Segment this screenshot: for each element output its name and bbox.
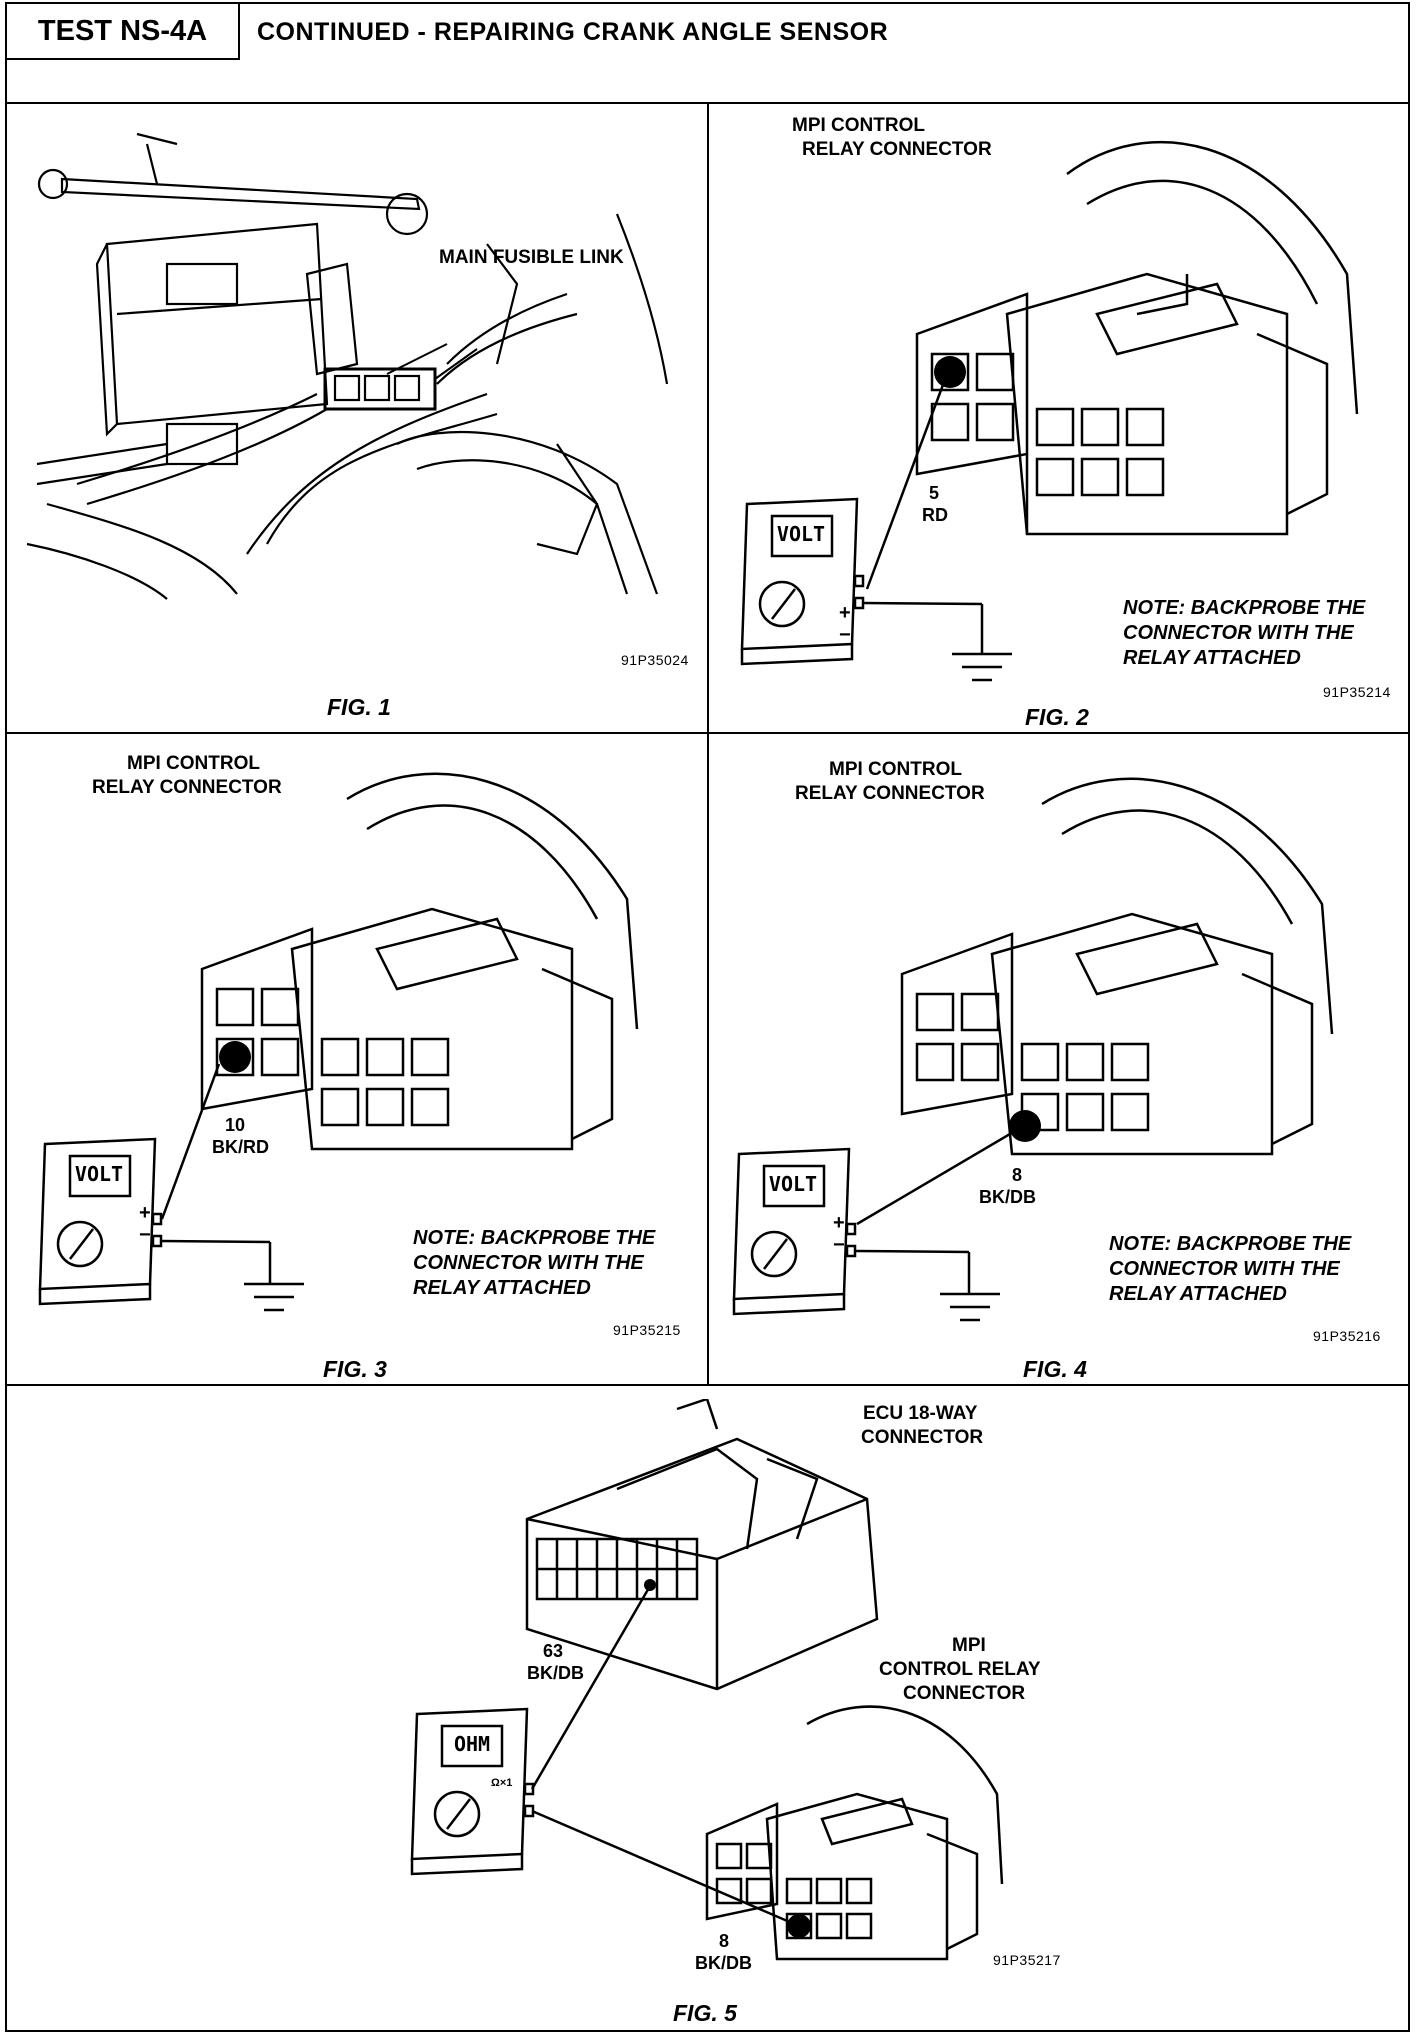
fig5-relay-label-1: MPI [952,1635,986,1656]
fig2-plus: + [839,602,851,624]
fig5-relay-connector [705,1705,1004,1961]
fig2-meter-display: VOLT [776,522,826,546]
fig4-pin-number: 8 [1012,1165,1023,1185]
fig2-connector-label-2: RELAY CONNECTOR [802,139,992,160]
grid-divider-row1 [7,732,1408,734]
fig3-meter-display: VOLT [74,1162,124,1186]
fig2-code: 91P35214 [1323,684,1391,700]
fig4-caption: FIG. 4 [1023,1356,1087,1382]
fig3-connector-label-2: RELAY CONNECTOR [92,777,282,798]
fig2-ground-symbol [952,652,1012,682]
fig4-probe-wire [856,1122,1028,1226]
fig5-ecu-label-1: ECU 18-WAY [863,1403,978,1424]
fig1-code: 91P35024 [621,652,689,668]
fig1-caption: FIG. 1 [327,694,391,720]
fig3-pin-number: 10 [225,1115,246,1135]
fig5-ecu-wire-color: BK/DB [527,1663,584,1683]
page-title: CONTINUED - REPAIRING CRANK ANGLE SENSOR [257,18,889,46]
fig2-note-line-3: RELAY ATTACHED [1123,647,1301,669]
fig5-meter-range: Ω×1 [491,1777,513,1789]
fig4-note-line-3: RELAY ATTACHED [1109,1283,1287,1305]
fig2-probe-wire [865,373,949,590]
fig4-note-line-2: CONNECTOR WITH THE [1109,1258,1340,1280]
fig4-minus: − [833,1234,845,1256]
fig2-voltmeter [740,497,984,666]
fig4-note-line-1: NOTE: BACKPROBE THE [1109,1233,1352,1255]
fig2-caption: FIG. 2 [1025,704,1089,730]
fig3-code: 91P35215 [613,1322,681,1338]
fig4-meter-display: VOLT [768,1172,818,1196]
fig4-ground-symbol [940,1292,1000,1322]
grid-divider-row2 [7,1384,1408,1386]
fig3-plus: + [139,1202,151,1224]
test-id: TEST NS-4A [7,4,240,60]
fig4-voltmeter [732,1147,971,1316]
fig5-ecu-pin-number: 63 [543,1641,564,1661]
fig3-wire-color: BK/RD [212,1137,269,1157]
fig3-voltmeter [38,1137,272,1306]
fig2-note-line-1: NOTE: BACKPROBE THE [1123,597,1366,619]
fig5-caption: FIG. 5 [673,2000,737,2026]
fig4-relay-connector [900,777,1334,1156]
fig5-ohmmeter [410,1707,535,1876]
fig5-probe-wires [530,1585,800,1928]
fig5-relay-label-3: CONNECTOR [903,1683,1026,1704]
fig5-relay-wire-color: BK/DB [695,1953,752,1973]
fig5-code: 91P35217 [993,1952,1061,1968]
fig3-ground-symbol [244,1282,304,1312]
service-manual-page: TEST NS-4A CONTINUED - REPAIRING CRANK A… [5,2,1410,2032]
fig3-note-line-3: RELAY ATTACHED [413,1277,591,1299]
fig1-fusible-link-label: MAIN FUSIBLE LINK [439,247,624,268]
fig5-meter-display: OHM [453,1732,491,1756]
fig2-wire-color: RD [922,505,948,525]
fig4-connector-label-2: RELAY CONNECTOR [795,783,985,804]
fig3-minus: − [139,1224,151,1246]
fig4-wire-color: BK/DB [979,1187,1036,1207]
fig2-relay-connector [915,140,1359,536]
fig5-relay-pin-number: 8 [719,1931,730,1951]
grid-divider-vertical [707,102,709,1384]
fig3-caption: FIG. 3 [323,1356,387,1382]
engine-bay-illustration [26,132,669,600]
fig4-connector-label-1: MPI CONTROL [829,759,962,780]
fig2-minus: − [839,624,851,646]
fig3-connector-label-1: MPI CONTROL [127,753,260,774]
fig2-note-line-2: CONNECTOR WITH THE [1123,622,1354,644]
fig3-relay-connector [200,772,639,1151]
fig3-probe-wire [160,1063,221,1220]
fig3-note-line-1: NOTE: BACKPROBE THE [413,1227,656,1249]
fig5-relay-label-2: CONTROL RELAY [879,1659,1041,1680]
fig5-ecu-label-2: CONNECTOR [861,1427,984,1448]
fig3-note-line-2: CONNECTOR WITH THE [413,1252,644,1274]
page-header: TEST NS-4A CONTINUED - REPAIRING CRANK A… [7,4,1408,104]
fig5-ecu-connector [525,1399,879,1691]
fig4-code: 91P35216 [1313,1328,1381,1344]
fig2-connector-label-1: MPI CONTROL [792,115,925,136]
fig2-pin-number: 5 [929,483,940,503]
fig4-plus: + [833,1212,845,1234]
